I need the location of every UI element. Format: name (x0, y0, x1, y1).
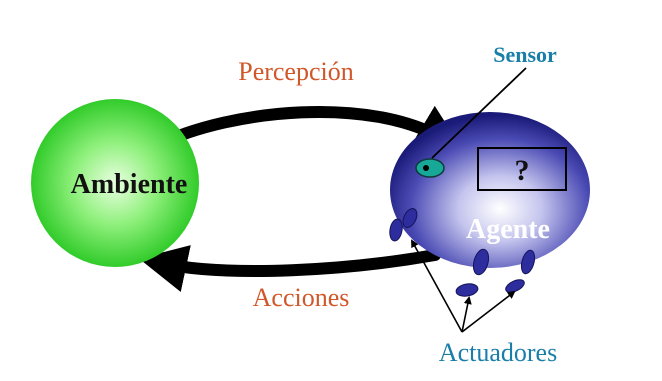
actuator-right-lower (505, 279, 525, 293)
actuator-limbs (389, 208, 536, 297)
actuator-right-upper (520, 249, 536, 275)
agent-unknown-box (477, 147, 567, 191)
actuator-pointers (411, 239, 516, 333)
actuator-pointer-mid (461, 296, 472, 333)
actuator-mid-lower (455, 283, 479, 297)
sensor-pointer (431, 67, 527, 159)
actions-arrow (138, 245, 441, 292)
actuator-mid-upper (472, 248, 490, 276)
perception-label: Percepción (238, 57, 354, 86)
environment-label: Ambiente (71, 169, 188, 200)
agent-unknown-mark: ? (515, 154, 530, 187)
sensor-label: Sensor (493, 42, 557, 67)
actuator-left-upper (402, 208, 418, 228)
sensor-eye (415, 158, 445, 178)
actuators-label: Actuadores (439, 338, 557, 367)
agent-label: Agente (466, 214, 550, 245)
actuator-left-lower (389, 218, 403, 242)
actions-label: Acciones (253, 283, 350, 312)
actuator-pointer-left (411, 239, 463, 333)
perception-arrow (154, 105, 464, 152)
sensor-pupil (423, 165, 429, 171)
environment-circle (31, 99, 199, 267)
actuator-pointer-right (461, 290, 516, 333)
